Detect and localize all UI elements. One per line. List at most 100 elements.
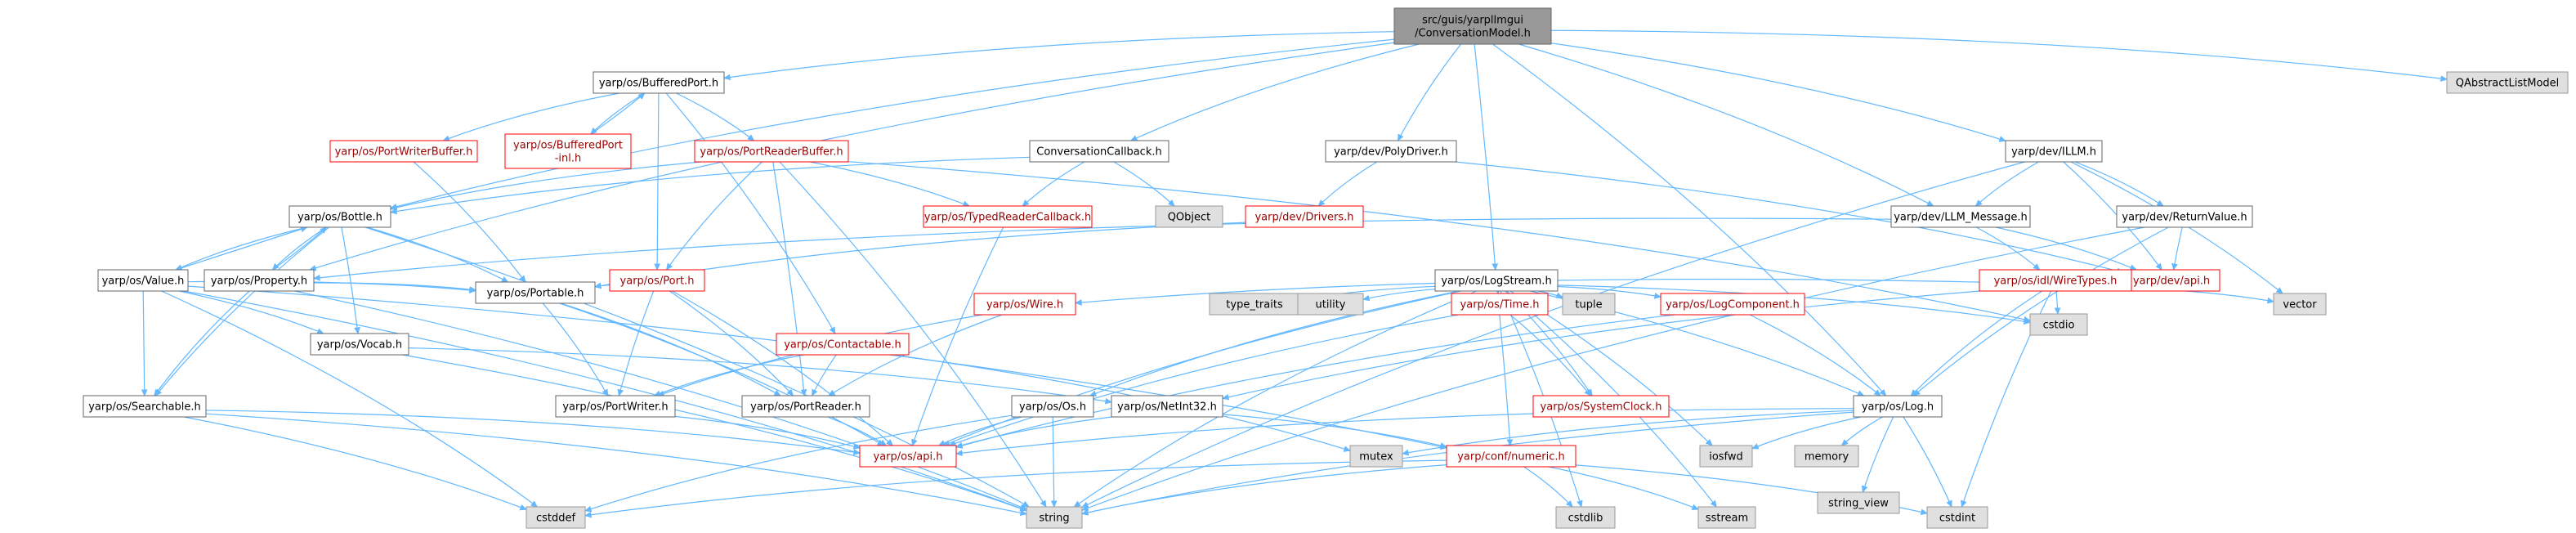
edge-NetInt32-to-osapi <box>956 416 1112 447</box>
node-label-Time: yarp/os/Time.h <box>1460 299 1540 311</box>
node-label-PortWriterBuffer: yarp/os/PortWriterBuffer.h <box>335 146 473 159</box>
edge-LogStream-to-LogComponent <box>1557 285 1661 298</box>
edge-ILLM-to-LLM_Message <box>1976 161 2039 206</box>
edge-NetInt32-to-numeric <box>1222 414 1447 447</box>
node-box-devapi <box>2122 269 2220 292</box>
node-NetInt32[interactable]: yarp/os/NetInt32.h <box>1111 395 1223 418</box>
node-PolyDriver[interactable]: yarp/dev/PolyDriver.h <box>1325 140 1457 163</box>
edge-Vocab-to-string <box>401 354 1026 511</box>
node-cstdlib: cstdlib <box>1555 506 1616 529</box>
node-box-utility <box>1297 293 1364 316</box>
edge-Vocab-to-NetInt32 <box>408 347 1111 402</box>
node-Property[interactable]: yarp/os/Property.h <box>203 269 315 292</box>
node-Time[interactable]: yarp/os/Time.h <box>1451 293 1549 316</box>
edge-Contactable-to-PortWriter <box>655 354 804 396</box>
edge-root-to-ILLM <box>1550 43 2006 141</box>
node-Contactable[interactable]: yarp/os/Contactable.h <box>776 333 910 356</box>
node-label-Contactable: yarp/os/Contactable.h <box>784 339 901 352</box>
node-label-WireTypes: yarp/os/idl/WireTypes.h <box>1994 275 2118 288</box>
node-PortReader[interactable]: yarp/os/PortReader.h <box>741 395 870 418</box>
node-Bottle[interactable]: yarp/os/Bottle.h <box>288 205 391 228</box>
node-numeric[interactable]: yarp/conf/numeric.h <box>1446 445 1576 468</box>
node-box-ConversationCallback <box>1029 140 1169 163</box>
edge-Searchable-to-osapi <box>205 410 860 453</box>
node-PortReaderBuffer[interactable]: yarp/os/PortReaderBuffer.h <box>694 140 849 163</box>
node-box-cstddef <box>525 506 586 529</box>
node-box-Searchable <box>83 395 207 418</box>
node-Log[interactable]: yarp/os/Log.h <box>1853 395 1943 418</box>
edge-Portable-to-PortReader <box>560 302 780 396</box>
node-box-cstdio <box>2029 313 2088 336</box>
node-LogStream[interactable]: yarp/os/LogStream.h <box>1434 269 1559 292</box>
node-osapi[interactable]: yarp/os/api.h <box>859 445 957 468</box>
node-box-Contactable <box>776 333 910 356</box>
node-iosfwd: iosfwd <box>1699 445 1753 468</box>
edge-Log-to-mutex <box>1402 410 1854 454</box>
node-label-ILLM: yarp/dev/ILLM.h <box>2011 146 2096 159</box>
node-LogComponent[interactable]: yarp/os/LogComponent.h <box>1660 293 1805 316</box>
node-WireTypes[interactable]: yarp/os/idl/WireTypes.h <box>1979 269 2132 292</box>
edge-root-to-ConversationCallback <box>1131 43 1420 141</box>
node-Wire[interactable]: yarp/os/Wire.h <box>973 293 1076 316</box>
edge-Log-to-cstdint <box>1903 416 1952 507</box>
node-Vocab[interactable]: yarp/os/Vocab.h <box>310 333 409 356</box>
node-box-TypedReaderCallback <box>923 205 1093 228</box>
node-box-NetInt32 <box>1111 395 1223 418</box>
edge-LogComponent-to-osapi <box>956 314 1675 447</box>
edge-PortReaderBuffer-to-PortReader <box>772 161 805 396</box>
edge-Property-to-Portable <box>313 282 476 290</box>
node-BufferedPortInl[interactable]: yarp/os/BufferedPort-inl.h <box>504 133 632 169</box>
node-BufferedPort[interactable]: yarp/os/BufferedPort.h <box>593 71 725 94</box>
node-label-root: src/guis/yarpllmgui <box>1422 15 1523 27</box>
node-label-BufferedPort: yarp/os/BufferedPort.h <box>599 78 718 90</box>
node-Searchable[interactable]: yarp/os/Searchable.h <box>83 395 207 418</box>
node-label-cstdint: cstdint <box>1939 513 1975 525</box>
edge-numeric-to-cstdlib <box>1523 466 1572 507</box>
edge-PolyDriver-to-devapi <box>1455 161 2123 272</box>
edge-root-to-Bottle <box>391 38 1395 208</box>
node-label-devapi: yarp/dev/api.h <box>2133 275 2210 288</box>
node-root[interactable]: src/guis/yarpllmgui/ConversationModel.h <box>1393 7 1552 45</box>
node-label-Value: yarp/os/Value.h <box>102 275 185 288</box>
edge-Log-to-osapi <box>956 408 1854 454</box>
node-label-utility: utility <box>1316 299 1346 311</box>
node-label-LogStream: yarp/os/LogStream.h <box>1441 275 1551 288</box>
node-label-LLM_Message: yarp/dev/LLM_Message.h <box>1894 212 2028 224</box>
edge-TypedReaderCallback-to-osapi <box>912 226 1004 446</box>
node-TypedReaderCallback[interactable]: yarp/os/TypedReaderCallback.h <box>923 205 1093 228</box>
node-PortWriterBuffer[interactable]: yarp/os/PortWriterBuffer.h <box>329 140 478 163</box>
node-box-Vocab <box>310 333 409 356</box>
edge-ReturnValue-to-string <box>1082 226 2145 510</box>
node-Port[interactable]: yarp/os/Port.h <box>609 269 705 292</box>
node-box-LLM_Message <box>1890 205 2031 228</box>
node-ReturnValue[interactable]: yarp/dev/ReturnValue.h <box>2116 205 2253 228</box>
edge-root-to-LogStream <box>1474 43 1496 270</box>
node-devapi[interactable]: yarp/dev/api.h <box>2122 269 2220 292</box>
node-label-PolyDriver: yarp/dev/PolyDriver.h <box>1334 146 1448 159</box>
node-Os[interactable]: yarp/os/Os.h <box>1011 395 1094 418</box>
node-box-vector <box>2273 293 2327 316</box>
edge-Port-to-osapi <box>672 290 893 446</box>
node-label-ConversationCallback: ConversationCallback.h <box>1036 146 1161 159</box>
node-label-memory: memory <box>1805 451 1849 464</box>
edge-PortReaderBuffer-to-cstdio <box>847 161 2030 321</box>
node-box-Bottle <box>288 205 391 228</box>
node-label-SystemClock: yarp/os/SystemClock.h <box>1541 401 1662 414</box>
edge-LogComponent-to-Log <box>1749 314 1881 396</box>
node-ConversationCallback[interactable]: ConversationCallback.h <box>1029 140 1169 163</box>
node-Value[interactable]: yarp/os/Value.h <box>97 269 189 292</box>
node-label-TypedReaderCallback: yarp/os/TypedReaderCallback.h <box>924 212 1091 224</box>
node-Portable[interactable]: yarp/os/Portable.h <box>475 281 596 304</box>
node-label-Property: yarp/os/Property.h <box>211 275 307 288</box>
node-box-PortWriter <box>555 395 676 418</box>
edge-Os-to-string <box>1053 416 1054 507</box>
node-PortWriter[interactable]: yarp/os/PortWriter.h <box>555 395 676 418</box>
node-ILLM[interactable]: yarp/dev/ILLM.h <box>2005 140 2103 163</box>
node-cstdio: cstdio <box>2029 313 2088 336</box>
edge-PortReaderBuffer-to-TypedReaderCallback <box>809 161 969 206</box>
node-Drivers[interactable]: yarp/dev/Drivers.h <box>1245 205 1364 228</box>
node-SystemClock[interactable]: yarp/os/SystemClock.h <box>1532 395 1670 418</box>
node-label-NetInt32: yarp/os/NetInt32.h <box>1117 401 1217 414</box>
node-LLM_Message[interactable]: yarp/dev/LLM_Message.h <box>1890 205 2031 228</box>
